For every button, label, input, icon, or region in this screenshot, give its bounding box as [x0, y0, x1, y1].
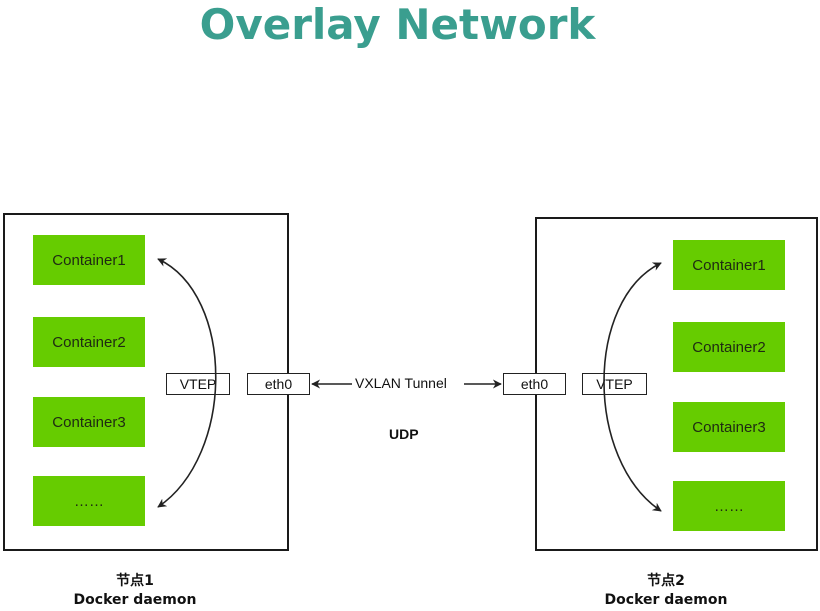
node-1-container-2: Container2	[33, 317, 145, 367]
node-2-container-1: Container1	[673, 240, 785, 290]
node-1-container-1: Container1	[33, 235, 145, 285]
node-2-eth0: eth0	[503, 373, 566, 395]
node-1-vtep-curve-arrow	[157, 258, 217, 508]
node-2-container-3: Container3	[673, 402, 785, 452]
node-1-container-3: Container3	[33, 397, 145, 447]
node-1-name: 节点1	[116, 573, 154, 589]
node-1-caption: 节点1 Docker daemon	[50, 572, 220, 610]
node-1-daemon: Docker daemon	[73, 592, 197, 608]
node-2-vtep-curve-arrow	[603, 262, 662, 512]
diagram-title: Overlay Network	[199, 0, 596, 49]
node-2-caption: 节点2 Docker daemon	[581, 572, 751, 610]
node-2-vtep: VTEP	[582, 373, 647, 395]
node-2-name: 节点2	[647, 573, 685, 589]
node-2-container-more: ……	[673, 481, 785, 531]
node-1-container-more: ……	[33, 476, 145, 526]
node-2-container-2: Container2	[673, 322, 785, 372]
node-1-eth0: eth0	[247, 373, 310, 395]
udp-label: UDP	[389, 426, 419, 442]
vxlan-tunnel-label: VXLAN Tunnel	[355, 375, 447, 391]
node-2-daemon: Docker daemon	[604, 592, 728, 608]
